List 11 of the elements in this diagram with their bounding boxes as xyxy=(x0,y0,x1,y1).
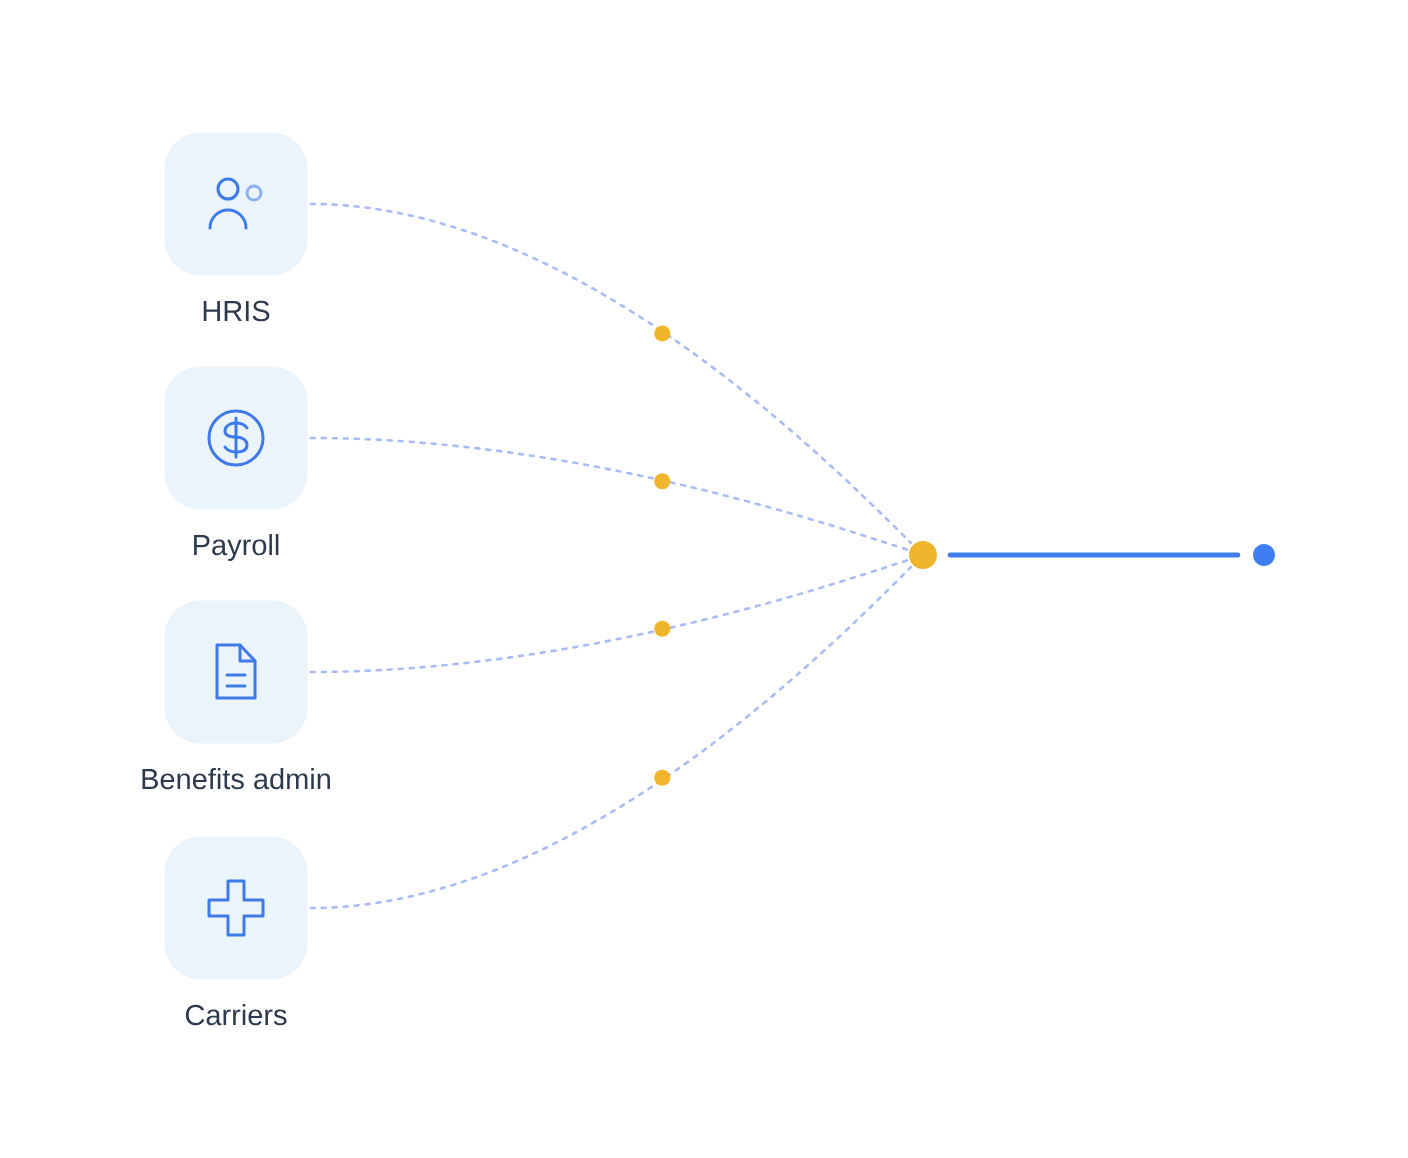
tile-label: HRIS xyxy=(203,300,270,322)
tile-label: Payroll xyxy=(194,534,279,561)
connector-line xyxy=(309,202,913,545)
connector-line xyxy=(309,559,908,674)
endpoint-dot xyxy=(1253,544,1275,566)
connector-line xyxy=(947,552,1241,558)
connector-line xyxy=(309,436,908,551)
tile-label: Carriers xyxy=(185,1004,287,1026)
connector-line xyxy=(309,565,913,910)
tile-label: Benefits admin xyxy=(142,768,330,790)
junction-dot xyxy=(909,541,937,569)
